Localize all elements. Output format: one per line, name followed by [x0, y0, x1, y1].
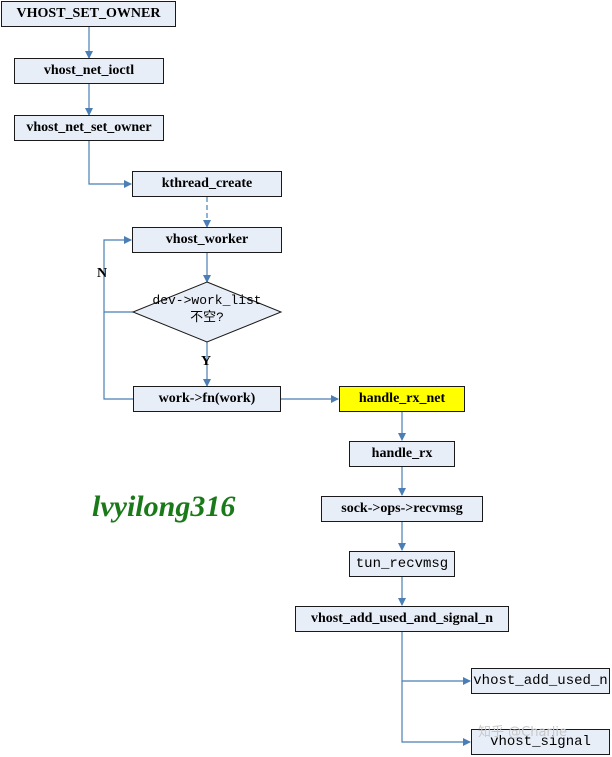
node-vhost-worker: vhost_worker: [132, 227, 282, 253]
node-vhost-net-ioctl: vhost_net_ioctl: [14, 58, 164, 84]
edge-label-no: N: [97, 266, 108, 281]
node-vhost-signal: vhost_signal: [471, 729, 610, 755]
edge-to-add-used-n: [401, 632, 471, 685]
edge-work-fn-back-loop: [103, 312, 133, 400]
decision-diamond: [131, 281, 283, 343]
node-kthread-create: kthread_create: [132, 171, 282, 197]
edge-set-owner-to-kthread: [88, 141, 132, 188]
node-handle-rx: handle_rx: [349, 441, 455, 467]
edge-label-yes: Y: [201, 354, 212, 369]
edge-check-no-loop: [103, 236, 133, 313]
node-sock-ops-recvmsg: sock->ops->recvmsg: [321, 496, 483, 522]
decision-label-line-1: dev->work_list: [152, 293, 262, 308]
decision-label-line-2: 不空?: [190, 310, 224, 325]
edge-to-vhost-signal: [401, 681, 471, 746]
node-vhost-add-used-n: vhost_add_used_n: [471, 668, 610, 694]
node-work-fn: work->fn(work): [133, 386, 281, 412]
author-watermark: lvyilong316: [92, 490, 236, 523]
node-vhost-add-used-and-signal-n: vhost_add_used_and_signal_n: [295, 606, 509, 632]
node-vhost-net-set-owner: vhost_net_set_owner: [14, 115, 164, 141]
node-handle-rx-net: handle_rx_net: [339, 386, 465, 412]
decision-label: dev->work_list 不空?: [133, 292, 281, 326]
node-tun-recvmsg: tun_recvmsg: [349, 551, 455, 577]
node-vhost-set-owner: VHOST_SET_OWNER: [1, 1, 176, 27]
source-watermark: 知乎 @Charlie: [478, 725, 567, 740]
